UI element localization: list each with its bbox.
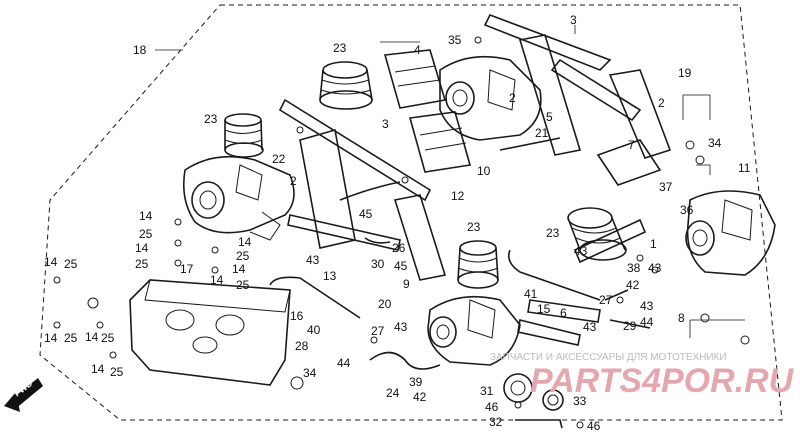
callout-c14e: 14 (44, 255, 58, 269)
callout-c19: 19 (678, 66, 692, 80)
callout-c30: 30 (371, 257, 385, 271)
callout-c27a: 27 (599, 293, 613, 307)
callout-c14g: 14 (44, 331, 58, 345)
callout-c13: 13 (323, 269, 337, 283)
callout-c43f: 43 (583, 320, 597, 334)
callout-c14d: 14 (232, 262, 246, 276)
callout-c23b: 23 (204, 112, 218, 126)
callout-labels: 18 23 4 35 3 19 23 3 2 5 21 2 34 22 2 10… (44, 13, 751, 433)
callout-c43c: 43 (648, 261, 662, 275)
callout-c29: 29 (623, 319, 637, 333)
callout-c39: 39 (409, 375, 423, 389)
velocity-stack-center (457, 240, 499, 289)
linkage-plates (278, 13, 672, 346)
callout-c2c: 2 (290, 174, 297, 188)
callout-c40: 40 (307, 323, 321, 337)
callout-c3a: 3 (570, 13, 577, 27)
callout-c25e: 25 (236, 278, 250, 292)
callout-c25h: 25 (110, 365, 124, 379)
callout-c12: 12 (451, 189, 465, 203)
callout-c1: 1 (650, 237, 657, 251)
velocity-stack-right (567, 207, 627, 261)
air-box-base (129, 279, 291, 386)
callout-c18: 18 (133, 43, 147, 57)
carburetor-left (182, 155, 295, 241)
callout-c37: 37 (659, 180, 673, 194)
callout-c25c: 25 (236, 249, 250, 263)
callout-c3b: 3 (382, 117, 389, 131)
callout-c14a: 14 (139, 209, 153, 223)
callout-c46a: 46 (485, 400, 499, 414)
callout-c7: 7 (628, 138, 635, 152)
callout-c44a: 44 (640, 315, 654, 329)
callout-c45a: 45 (359, 207, 373, 221)
callout-c23d: 23 (546, 226, 560, 240)
carburetor-right (685, 190, 776, 276)
watermark-logo: PARTS4POR.RU (530, 362, 795, 400)
callout-c17: 17 (180, 262, 194, 276)
callout-c28: 28 (295, 339, 309, 353)
callout-c16: 16 (290, 309, 304, 323)
callout-c44b: 44 (337, 356, 351, 370)
rods-and-hoses (269, 137, 651, 370)
callout-c11: 11 (738, 161, 751, 175)
callout-c33: 33 (573, 394, 587, 408)
callout-c46b: 46 (587, 419, 601, 433)
callout-c14i: 14 (91, 362, 105, 376)
callout-c43d: 43 (640, 299, 654, 313)
callout-c15: 15 (537, 302, 551, 316)
velocity-stack-left (224, 113, 264, 158)
fwd-arrow: FWD (4, 378, 43, 412)
callout-c25b: 25 (135, 257, 149, 271)
assembly-boundary (39, 4, 783, 421)
callout-c10: 10 (477, 164, 491, 178)
callout-c42b: 42 (413, 390, 427, 404)
callout-c14c: 14 (135, 241, 149, 255)
callout-c14h: 14 (85, 330, 99, 344)
callout-c5: 5 (546, 110, 553, 124)
callout-c25d: 25 (64, 257, 78, 271)
callout-c2a: 2 (509, 91, 516, 105)
callout-c26: 26 (392, 241, 406, 255)
callout-c14f: 14 (210, 273, 224, 287)
callout-c20: 20 (378, 297, 392, 311)
callout-c21: 21 (535, 126, 549, 140)
callout-c43b: 43 (306, 253, 320, 267)
callout-c14b: 14 (238, 235, 252, 249)
callout-c8: 8 (678, 311, 685, 325)
velocity-stack-top (319, 61, 373, 110)
callout-c27b: 27 (371, 324, 385, 338)
callout-c38: 38 (627, 261, 641, 275)
callout-c2b: 2 (658, 96, 665, 110)
callout-c32: 32 (489, 415, 503, 429)
watermark-caption: ЗАПЧАСТИ И АКСЕССУАРЫ ДЛЯ МОТОТЕХНИКИ (490, 352, 727, 363)
callout-c45b: 45 (394, 259, 408, 273)
callout-c25f: 25 (64, 331, 78, 345)
callout-c43e: 43 (394, 320, 408, 334)
callout-c41: 41 (524, 287, 538, 301)
callout-c25g: 25 (101, 331, 115, 345)
carburetor-top (439, 55, 542, 141)
callout-c22: 22 (272, 152, 286, 166)
callout-c23c: 23 (467, 220, 481, 234)
fasteners (53, 36, 750, 429)
callout-c9: 9 (403, 277, 410, 291)
leader-lines (155, 25, 745, 338)
callout-c23a: 23 (333, 41, 347, 55)
callout-c34a: 34 (708, 136, 722, 150)
callout-c34b: 34 (303, 366, 317, 380)
callout-c42: 42 (626, 278, 640, 292)
callout-c31: 31 (480, 384, 494, 398)
callout-c25a: 25 (139, 227, 153, 241)
callout-c24: 24 (386, 386, 400, 400)
callout-c36: 36 (680, 203, 694, 217)
callout-c6: 6 (560, 306, 567, 320)
callout-c4: 4 (414, 43, 421, 57)
carburetor-bottom (427, 295, 521, 366)
callout-c43a: 43 (574, 244, 588, 258)
callout-c35: 35 (448, 33, 462, 47)
